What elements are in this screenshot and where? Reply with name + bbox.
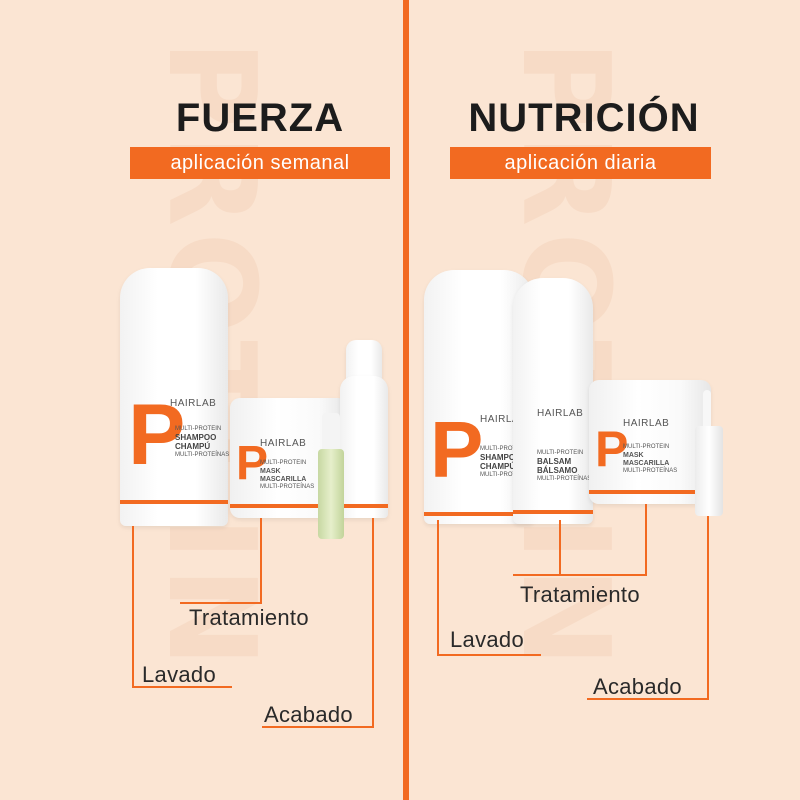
- ampoule: [695, 390, 723, 516]
- label-lavado: Lavado: [450, 627, 524, 652]
- right-panel: PROTEIN NUTRICIÓN aplicación diaria HAIR…: [409, 0, 800, 800]
- finishing-bottle: [340, 340, 388, 518]
- right-title: NUTRICIÓN: [468, 96, 700, 140]
- callout-line: [132, 526, 134, 688]
- callout-line: [437, 520, 439, 656]
- callout-line: [372, 518, 374, 728]
- shampoo-bottle: HAIRLAB P MULTI-PROTEIN SHAMPOO CHAMPÚ M…: [120, 268, 229, 526]
- callout-line: [645, 504, 647, 576]
- left-title: FUERZA: [175, 96, 345, 140]
- callout-line: [587, 698, 709, 700]
- callout-line: [262, 726, 374, 728]
- ampoule: [318, 413, 344, 539]
- left-subtitle: aplicación semanal: [130, 147, 390, 179]
- left-panel: PROTEIN FUERZA aplicación semanal HAIRLA…: [120, 40, 390, 728]
- right-subtitle: aplicación diaria: [450, 147, 711, 179]
- callout-line: [559, 520, 561, 576]
- callout-line: [437, 654, 541, 656]
- label-tratamiento: Tratamiento: [520, 582, 640, 607]
- center-divider: [403, 0, 409, 800]
- p-logo: P: [128, 387, 186, 483]
- callout-line: [180, 602, 262, 604]
- callout-line: [132, 686, 232, 688]
- label-acabado: Acabado: [264, 702, 353, 727]
- brand-logo: HAIRLAB: [170, 398, 217, 409]
- balsam-bottle: HAIRLAB MULTI-PROTEIN BALSAM BÁLSAMO MUL…: [513, 278, 593, 524]
- callout-line: [707, 516, 709, 700]
- callout-line: [559, 574, 647, 576]
- mask-jar: HAIRLAB P MULTI-PROTEIN MASK MASCARILLA …: [589, 380, 711, 504]
- label-acabado: Acabado: [593, 674, 682, 699]
- label-lavado: Lavado: [142, 662, 216, 687]
- callout-line: [260, 518, 262, 604]
- label-tratamiento: Tratamiento: [189, 605, 309, 630]
- callout-line: [513, 574, 561, 576]
